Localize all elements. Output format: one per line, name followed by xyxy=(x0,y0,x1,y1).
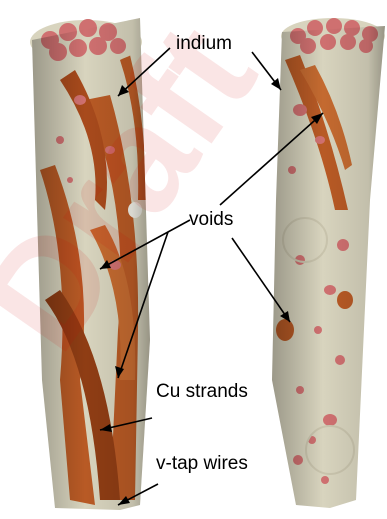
label-v-tap-wires: v-tap wires xyxy=(156,454,248,473)
right-cylinder xyxy=(272,18,385,508)
label-cu-strands: Cu strands xyxy=(156,382,248,401)
label-indium: indium xyxy=(176,34,232,53)
label-voids: voids xyxy=(189,210,233,229)
